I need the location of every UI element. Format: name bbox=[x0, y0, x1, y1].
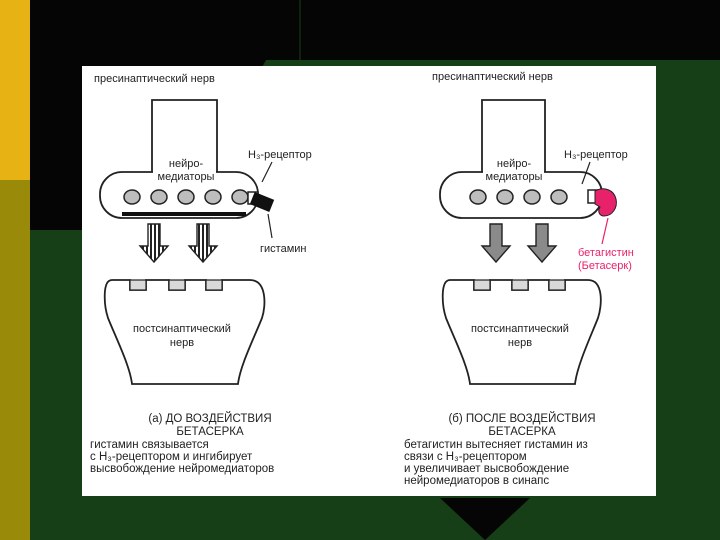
caption-title-2: БЕТАСЕРКА bbox=[488, 426, 556, 438]
panel-before: пресинаптический нерв нейро- медиаторы H… bbox=[90, 73, 312, 475]
postsynaptic-label-1: постсинаптический bbox=[133, 323, 231, 335]
receptor-label: H₃-рецептор bbox=[248, 149, 312, 161]
axon-join bbox=[153, 170, 216, 175]
diagram-card: пресинаптический нерв нейро- медиаторы H… bbox=[82, 66, 656, 496]
histamine-pointer bbox=[267, 213, 273, 239]
presynaptic-label: пресинаптический нерв bbox=[432, 71, 553, 83]
presynaptic-axon bbox=[151, 99, 218, 176]
caption-title-1: (а) ДО ВОЗДЕЙСТВИЯ bbox=[148, 412, 271, 425]
caption-title-1: (б) ПОСЛЕ ВОЗДЕЙСТВИЯ bbox=[448, 412, 595, 425]
vesicle bbox=[550, 189, 568, 205]
synapse-diagram: пресинаптический нерв нейро- медиаторы H… bbox=[90, 71, 634, 487]
caption-text-3: высвобождение нейромедиаторов bbox=[90, 463, 274, 475]
left-stripe-lower bbox=[0, 180, 30, 540]
postsynaptic-label-2: нерв bbox=[170, 337, 194, 349]
vesicle bbox=[523, 189, 541, 205]
panel-after: пресинаптический нерв нейро- медиаторы H… bbox=[404, 71, 634, 487]
axon-join bbox=[483, 170, 544, 175]
vesicle bbox=[231, 189, 249, 205]
presynaptic-axon bbox=[481, 99, 546, 176]
postsynaptic-receptor bbox=[548, 279, 566, 291]
betahistine-molecule bbox=[594, 188, 617, 217]
betahistine-label-1: бетагистин bbox=[578, 247, 634, 259]
postsynaptic-label-1: постсинаптический bbox=[471, 323, 569, 335]
caption-text-3: и увеличивает высвобождение bbox=[404, 463, 569, 475]
inhibition-bar bbox=[122, 212, 246, 216]
vesicle bbox=[469, 189, 487, 205]
caption-text-1: бетагистин вытесняет гистамин из bbox=[404, 439, 588, 451]
receptor-pointer bbox=[261, 161, 273, 183]
release-arrow-solid bbox=[526, 223, 558, 264]
presynaptic-label: пресинаптический нерв bbox=[94, 73, 215, 85]
histamine-label: гистамин bbox=[260, 243, 306, 255]
vesicle bbox=[123, 189, 141, 205]
release-arrow-hollow bbox=[187, 223, 219, 264]
caption-text-1: гистамин связывается bbox=[90, 439, 209, 451]
neuromediators-label-1: нейро- bbox=[169, 158, 204, 170]
postsynaptic-receptor bbox=[511, 279, 529, 291]
release-arrow-solid bbox=[480, 223, 512, 264]
histamine-molecule bbox=[249, 192, 275, 212]
betahistine-pointer bbox=[601, 217, 609, 245]
vesicle bbox=[150, 189, 168, 205]
postsynaptic-receptor bbox=[129, 279, 147, 291]
dark-diagonal-right bbox=[640, 0, 720, 60]
receptor-pointer bbox=[581, 161, 591, 185]
vesicle bbox=[204, 189, 222, 205]
caption-text-4: нейромедиаторов в синапс bbox=[404, 475, 549, 487]
caption-title-2: БЕТАСЕРКА bbox=[176, 426, 244, 438]
neuromediators-label-1: нейро- bbox=[497, 158, 532, 170]
postsynaptic-label-2: нерв bbox=[508, 337, 532, 349]
postsynaptic-receptor bbox=[473, 279, 491, 291]
vesicle bbox=[177, 189, 195, 205]
caption-text-2: с H₃-рецептором и ингибирует bbox=[90, 451, 253, 463]
vesicle bbox=[496, 189, 514, 205]
neuromediators-label-2: медиаторы bbox=[158, 171, 215, 183]
left-stripe bbox=[0, 0, 30, 180]
caption-text-2: связи с H₃-рецептором bbox=[404, 451, 527, 463]
postsynaptic-receptor bbox=[168, 279, 186, 291]
dark-triangle-bottom bbox=[440, 498, 530, 540]
postsynaptic-receptor bbox=[205, 279, 223, 291]
neuromediators-label-2: медиаторы bbox=[486, 171, 543, 183]
receptor-label: H₃-рецептор bbox=[564, 149, 628, 161]
betahistine-label-2: (Бетасерк) bbox=[578, 260, 632, 272]
release-arrow-hollow bbox=[138, 223, 170, 264]
